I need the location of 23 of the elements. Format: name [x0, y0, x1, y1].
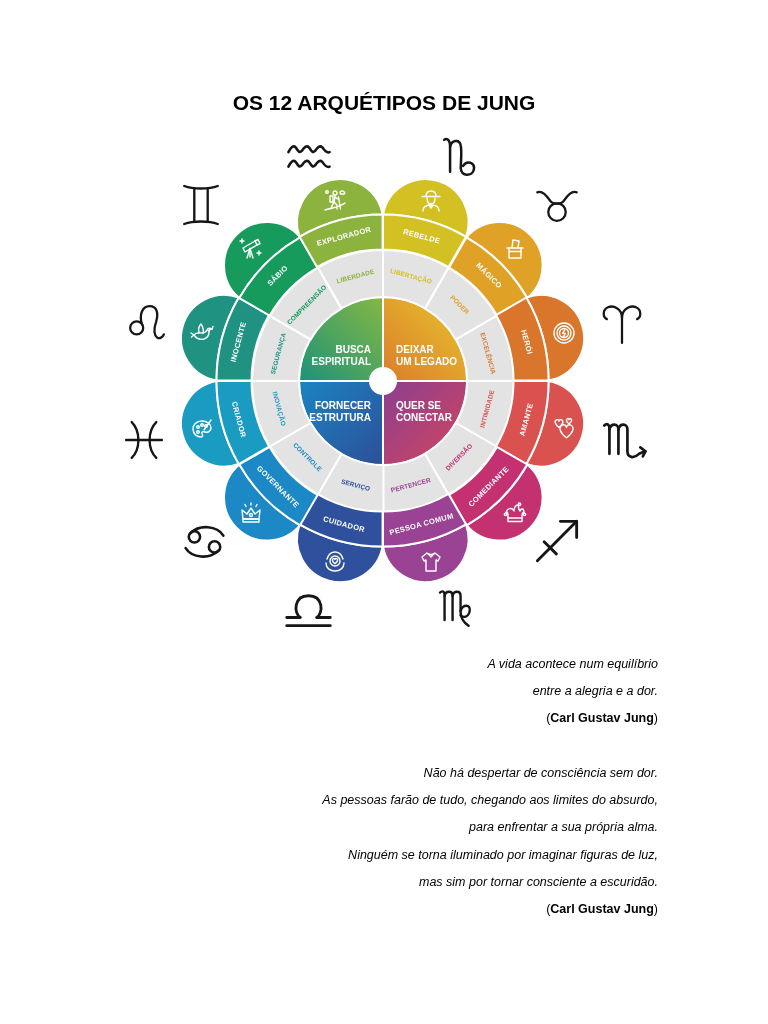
- petal-segment: [496, 295, 585, 381]
- quote-line: Não há despertar de consciência sem dor.: [423, 765, 658, 781]
- quadrant-label: QUER SE CONECTAR: [396, 400, 452, 423]
- petal-segment: [448, 221, 543, 316]
- petal-segment: [382, 494, 469, 583]
- quote-line: para enfrentar a sua própria alma.: [469, 819, 658, 835]
- quote-attribution: (Carl Gustav Jung): [546, 901, 658, 917]
- quadrant-label: BUSCA ESPIRITUAL: [311, 344, 371, 367]
- quadrant-label: DEIXAR UM LEGADO: [396, 344, 458, 367]
- petal-segment: [496, 380, 585, 467]
- petal-segment: [181, 295, 270, 381]
- quote-line: A vida acontece num equilíbrio: [487, 656, 658, 672]
- title: OS 12 ARQUÉTIPOS DE JUNG: [231, 91, 537, 115]
- quote-attribution: (Carl Gustav Jung): [546, 710, 658, 726]
- petal-segment: [297, 494, 383, 583]
- quote-line: entre a alegria e a dor.: [532, 683, 658, 699]
- quote-line: As pessoas farão de tudo, chegando aos limites do absurdo,: [322, 792, 658, 808]
- quadrant-label: FORNECER ESTRUTURA: [309, 400, 371, 423]
- quote-line: mas sim por tornar consciente a escuridão.: [419, 874, 658, 890]
- petal-segment: [181, 380, 270, 467]
- petal-segment: [297, 179, 383, 268]
- quote-line: Ninguém se torna iluminado por imaginar figuras de luz,: [348, 847, 658, 863]
- petal-segment: [382, 179, 469, 268]
